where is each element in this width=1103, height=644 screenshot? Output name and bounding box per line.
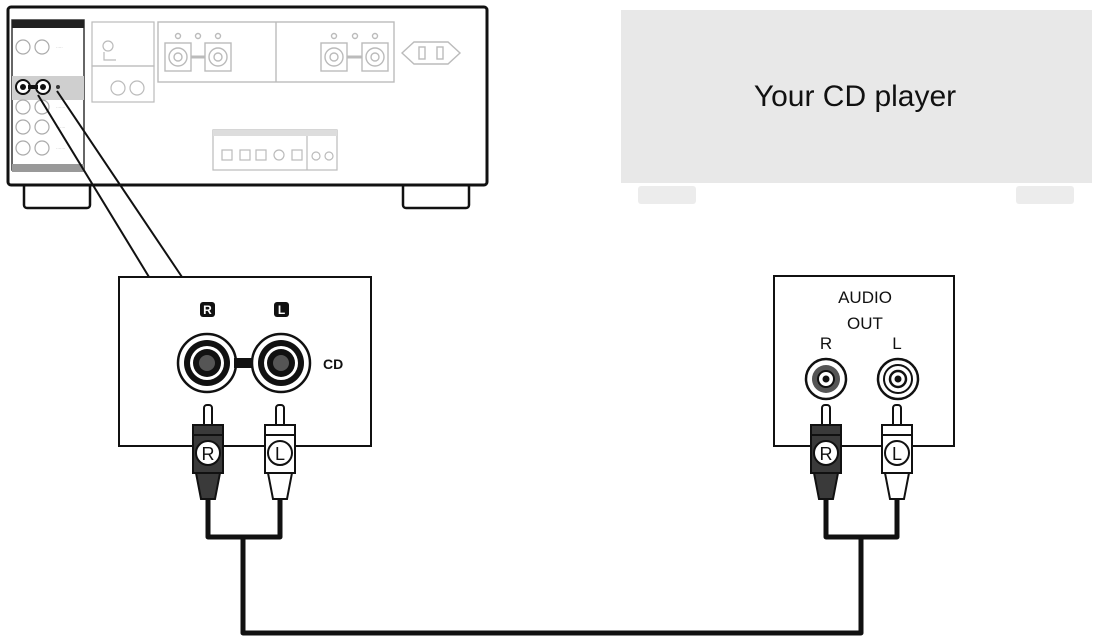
amp-foot-right <box>401 182 471 210</box>
svg-text:·······: ······· <box>56 125 65 130</box>
cd-player-title: Your CD player <box>754 80 956 113</box>
amp-signal-gnd-block <box>91 21 155 103</box>
amp-jack-l-badge: L <box>274 302 289 317</box>
callout-line-outer <box>37 94 150 278</box>
amp-jack-r-badge: R <box>200 302 215 317</box>
amp-speakers-block <box>157 21 395 83</box>
amp-foot-left <box>22 182 92 210</box>
amp-cd-input-panel: R L CD <box>118 276 372 447</box>
svg-text:R: R <box>203 303 212 317</box>
svg-text:·······: ······· <box>56 105 65 110</box>
rca-plug-amp-r: R <box>192 404 224 500</box>
rca-plug-player-r: R <box>810 404 842 500</box>
svg-text:L: L <box>275 444 285 464</box>
audio-out-label-line2: OUT <box>847 314 883 333</box>
player-audio-out-jack-r[interactable] <box>804 357 848 401</box>
player-jack-r-label: R <box>820 334 832 353</box>
amp-jack-bridge <box>234 358 254 368</box>
svg-text:·······: ······· <box>56 146 65 151</box>
amp-cd-input-label: CD <box>323 356 343 372</box>
svg-text:R: R <box>820 444 833 464</box>
cd-player-body <box>621 10 1092 183</box>
player-audio-out-panel: AUDIO OUT R L <box>773 275 955 447</box>
audio-cable <box>205 498 900 636</box>
rca-plug-player-l: L <box>881 404 913 500</box>
rca-plug-amp-l: L <box>264 404 296 500</box>
audio-out-label-line1: AUDIO <box>838 288 892 307</box>
cd-player-foot-left <box>638 186 696 204</box>
amplifier-rear-panel: ·························· <box>6 5 489 278</box>
player-jack-l-label: L <box>892 334 901 353</box>
cd-player-device: Your CD player <box>621 10 1092 204</box>
player-audio-out-jack-l[interactable] <box>876 357 920 401</box>
amp-cd-jack-l[interactable] <box>250 332 312 394</box>
svg-text:R: R <box>202 444 215 464</box>
amp-cd-jack-r[interactable] <box>176 332 238 394</box>
callout-line-inner <box>56 90 183 278</box>
svg-text:L: L <box>278 303 285 317</box>
svg-text:L: L <box>892 444 902 464</box>
cd-player-foot-right <box>1016 186 1074 204</box>
amp-audio-input-block: ·························· <box>11 19 85 172</box>
svg-text:·····: ····· <box>56 45 63 50</box>
amp-ac-inlet <box>400 41 462 65</box>
amp-digital-audio-block <box>212 129 338 171</box>
